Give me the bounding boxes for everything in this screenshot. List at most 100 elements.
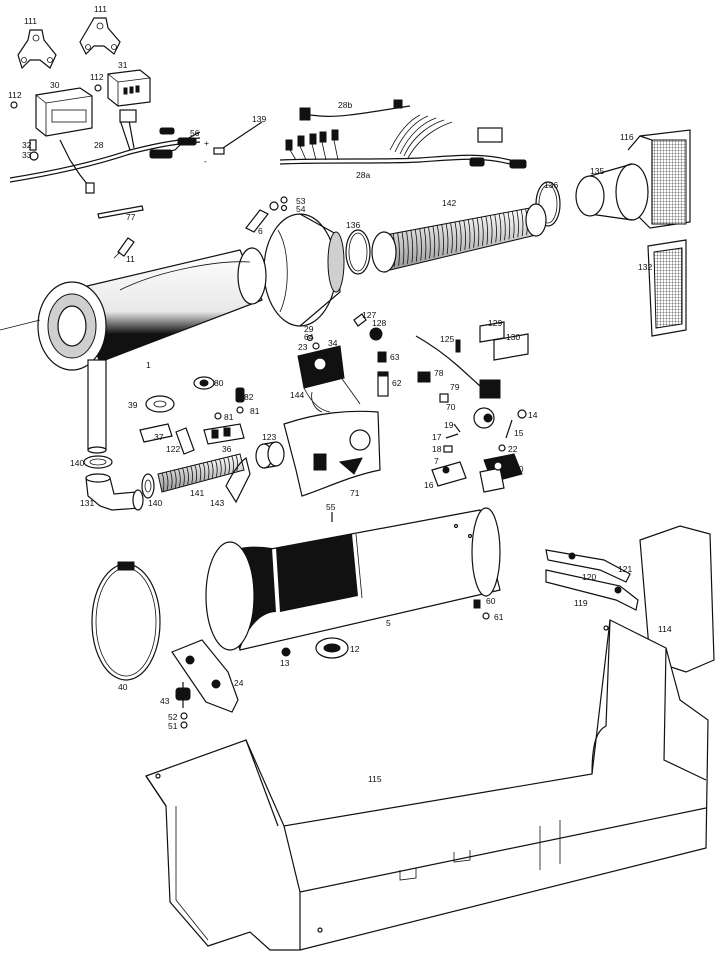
control-unit-31 [107, 69, 151, 107]
label-15: 15 [514, 428, 524, 438]
part-22 [498, 444, 506, 452]
label-82: 82 [244, 392, 254, 402]
part-81-top [236, 406, 244, 414]
label-54: 54 [296, 204, 306, 214]
label-12: 12 [350, 644, 360, 654]
label-140-top: 140 [70, 458, 84, 468]
label-114: 114 [658, 624, 672, 634]
part-17 [445, 433, 459, 439]
fuel-pump-34 [297, 345, 361, 413]
label-40: 40 [118, 682, 128, 692]
label-80: 80 [214, 378, 224, 388]
bracket-111-right [79, 17, 121, 56]
bracket-37 [139, 423, 173, 443]
label-123: 123 [262, 432, 276, 442]
part-54 [280, 204, 288, 212]
label-62: 62 [392, 378, 402, 388]
label-1: 1 [146, 360, 151, 370]
label-64: 64 [304, 332, 314, 342]
label-140-bottom: 140 [148, 498, 162, 508]
part-14 [517, 409, 527, 419]
label-39: 39 [128, 400, 138, 410]
gasket-39 [145, 395, 175, 413]
label-5: 5 [386, 618, 391, 628]
label-132: 132 [638, 262, 652, 272]
label-34: 34 [328, 338, 338, 348]
label-81-top: 81 [250, 406, 260, 416]
label-112-left: 112 [8, 90, 22, 100]
bracket-122 [175, 427, 195, 455]
label-61: 61 [494, 612, 504, 622]
bracket-111-left [17, 29, 57, 70]
heat-exchanger-cylinder-1 [37, 247, 267, 454]
hose-clamp-136-left [345, 229, 371, 275]
label-16: 16 [424, 480, 434, 490]
gasket-80 [193, 376, 215, 390]
part-62 [377, 371, 389, 397]
part-78 [417, 371, 431, 383]
label-131: 131 [80, 498, 94, 508]
label-56: 56 [190, 128, 200, 138]
sleeve-123 [255, 441, 285, 469]
label-141: 141 [190, 488, 204, 498]
duct-adapter-135 [575, 163, 649, 221]
label-143: 143 [210, 498, 224, 508]
label-127: 127 [362, 310, 376, 320]
label-115: 115 [368, 774, 382, 784]
label-24: 24 [234, 678, 244, 688]
exhaust-elbow-131 [85, 473, 144, 511]
wire-125 [415, 335, 481, 387]
label-37: 37 [154, 432, 164, 442]
part-60-61 [473, 599, 490, 620]
label-28a: 28a [356, 170, 370, 180]
part-63 [377, 351, 387, 363]
label-121: 121 [618, 564, 632, 574]
label-81-bottom: 81 [224, 412, 234, 422]
label-28b: 28b [338, 100, 352, 110]
label-32: 32 [22, 140, 32, 150]
label-111-left: 111 [24, 16, 37, 26]
part-70 [439, 393, 449, 403]
label-136-left: 136 [346, 220, 360, 230]
wiring-harness-28a [279, 114, 527, 169]
wiring-harness-28 [9, 109, 201, 194]
label-139: 139 [252, 114, 266, 124]
label-128: 128 [372, 318, 386, 328]
label-29: 29 [304, 324, 314, 334]
screw-15 [505, 419, 513, 439]
label-63: 63 [390, 352, 400, 362]
part-64 [306, 334, 314, 342]
gasket-140-top [83, 455, 113, 469]
label-53: 53 [296, 196, 306, 206]
cable-tie-77 [97, 205, 144, 219]
label-130 [493, 333, 529, 361]
label-31: 31 [118, 60, 128, 70]
label-36: 36 [222, 444, 232, 454]
control-unit-30 [35, 87, 93, 137]
part-23 [312, 342, 320, 350]
glow-plug-11 [113, 237, 135, 259]
relay-79 [479, 379, 501, 399]
outer-casing-5 [205, 507, 501, 651]
label-7: 7 [434, 456, 439, 466]
leader-line [0, 319, 41, 331]
cover-10 [479, 453, 523, 493]
label-135: 135 [590, 166, 604, 176]
wiring-144 [311, 391, 323, 413]
switch-knob [473, 407, 495, 429]
part-53 [280, 196, 288, 204]
label-51: 51 [168, 721, 178, 731]
label-120: 120 [582, 572, 596, 582]
part-6 [245, 201, 279, 233]
label-129: 129 [488, 318, 502, 328]
label-111-right: 111 [94, 4, 107, 14]
label-122: 122 [166, 444, 180, 454]
plus-sign: + [204, 138, 209, 148]
label-17: 17 [432, 432, 442, 442]
part-81-bottom [214, 412, 222, 420]
label-6: 6 [258, 226, 263, 236]
label-116: 116 [620, 132, 634, 142]
label-71: 71 [350, 488, 360, 498]
label-22: 22 [508, 444, 518, 454]
